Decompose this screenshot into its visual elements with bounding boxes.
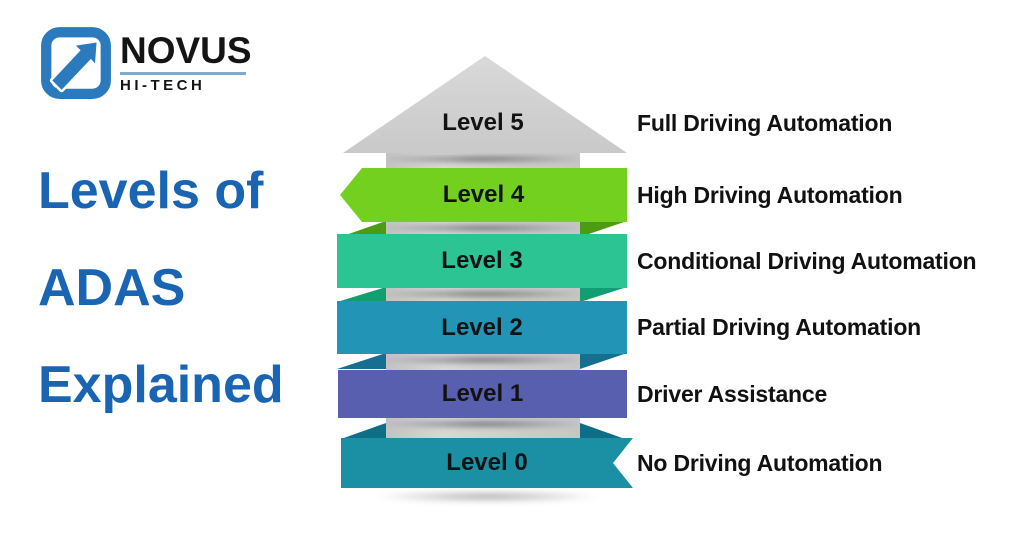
logo-arrow-icon (41, 27, 111, 99)
ribbon-fold (580, 353, 627, 369)
level-description-5: Full Driving Automation (637, 110, 893, 136)
level-label-3: Level 3 (441, 247, 523, 274)
arrow-head (343, 56, 627, 153)
ribbon-fold (580, 287, 627, 302)
shaft-shadow (388, 154, 578, 164)
title-line-3: Explained (38, 355, 284, 414)
shaft-shadow (388, 289, 578, 299)
level-label-0: Level 0 (446, 449, 528, 476)
level-description-2: Partial Driving Automation (637, 314, 922, 340)
level-description-1: Driver Assistance (637, 381, 828, 407)
shaft-shadow (388, 223, 578, 233)
logo: NOVUS HI-TECH (40, 24, 252, 100)
level-description-0: No Driving Automation (637, 450, 883, 476)
ribbon-fold (337, 353, 386, 369)
logo-text: NOVUS HI-TECH (120, 32, 252, 94)
level-band-0: Level 0 (341, 438, 633, 488)
level-band-2: Level 2 (337, 301, 627, 354)
ribbon-fold (580, 423, 625, 439)
level-description-3: Conditional Driving Automation (637, 248, 977, 274)
title-line-1: Levels of (38, 161, 264, 220)
level-label-1: Level 1 (441, 380, 524, 407)
title-line-2: ADAS (38, 258, 186, 317)
level-label-4: Level 4 (442, 181, 525, 208)
level-description-4: High Driving Automation (637, 182, 903, 208)
ground-shadow (370, 490, 605, 503)
shaft-shadow (388, 419, 578, 429)
ribbon-fold (337, 287, 386, 302)
page-title: Levels of ADAS Explained (38, 142, 284, 433)
level-band-4: Level 4 (340, 168, 627, 222)
logo-brand: NOVUS (120, 30, 252, 71)
level-label-2: Level 2 (441, 313, 523, 341)
level-band-1: Level 1 (338, 370, 627, 418)
level-label-5: Level 5 (442, 109, 524, 136)
logo-divider (120, 72, 246, 75)
logo-subtitle: HI-TECH (120, 77, 206, 94)
level-band-3: Level 3 (337, 234, 627, 288)
ribbon-fold (341, 423, 386, 439)
shaft-shadow (388, 355, 578, 365)
